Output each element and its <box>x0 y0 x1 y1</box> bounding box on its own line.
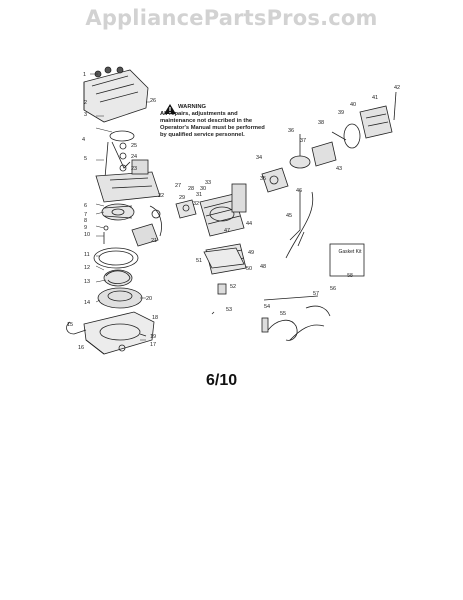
engine-cover-part <box>83 66 149 123</box>
part-callout-3: 3 <box>84 112 87 118</box>
part-callout-1: 1 <box>83 72 86 78</box>
part-callout-16: 16 <box>78 345 84 351</box>
starter-housing-part <box>66 311 155 355</box>
part-callout-26: 26 <box>150 98 156 104</box>
part-callout-22: 22 <box>158 193 164 199</box>
bolt-part <box>393 91 397 121</box>
part-callout-8: 8 <box>84 218 87 224</box>
gasket-kit-text: Gasket Kit <box>338 249 362 255</box>
part-callout-57: 57 <box>313 291 319 297</box>
part-callout-33: 33 <box>205 180 211 186</box>
part-callout-56: 56 <box>330 286 336 292</box>
throttle-cable-part <box>285 191 314 259</box>
warning-triangle-icon <box>164 104 176 114</box>
heat-shield-part <box>231 183 247 213</box>
part-callout-7: 7 <box>84 212 87 218</box>
part-callout-40: 40 <box>350 102 356 108</box>
part-callout-55: 55 <box>280 311 286 317</box>
filter-element-part <box>343 123 361 149</box>
part-callout-11: 11 <box>84 252 90 258</box>
part-callout-29: 29 <box>179 195 185 201</box>
part-callout-18: 18 <box>152 315 158 321</box>
part-callout-31: 31 <box>196 192 202 198</box>
part-callout-27: 27 <box>175 183 181 189</box>
part-callout-48: 48 <box>260 264 266 270</box>
ignition-coil-part <box>131 205 162 247</box>
fuel-line-part <box>267 319 298 341</box>
watermark-logo: AppliancePartsPros.com <box>85 6 378 30</box>
primer-bulb-part <box>217 283 269 333</box>
part-callout-36: 36 <box>288 128 294 134</box>
part-callout-30: 30 <box>200 186 206 192</box>
part-callout-23: 23 <box>131 166 137 172</box>
spark-plug-part <box>175 199 197 219</box>
part-callout-47: 47 <box>224 228 230 234</box>
recoil-spring-part <box>103 269 133 287</box>
part-callout-12: 12 <box>84 265 90 271</box>
part-callout-10: 10 <box>84 232 90 238</box>
clutch-drum-part <box>289 134 311 169</box>
part-callout-45: 45 <box>286 213 292 219</box>
part-callout-32: 32 <box>193 201 199 207</box>
part-callout-20: 20 <box>146 296 152 302</box>
warning-notice: WARNING All repairs, adjustments and mai… <box>160 104 270 139</box>
part-callout-21: 21 <box>151 238 157 244</box>
air-filter-cover-part <box>359 105 393 139</box>
crankcase-part <box>261 167 289 193</box>
part-callout-14: 14 <box>84 300 90 306</box>
part-callout-2: 2 <box>84 100 87 106</box>
fuel-line-part-2 <box>289 324 325 341</box>
part-callout-43: 43 <box>336 166 342 172</box>
part-callout-53: 53 <box>226 307 232 313</box>
part-callout-54: 54 <box>264 304 270 310</box>
air-filter-part <box>311 141 337 167</box>
gasket-ring-part <box>109 130 135 142</box>
part-callout-39: 39 <box>338 110 344 116</box>
part-callout-4: 4 <box>82 137 85 143</box>
gasket-kit-box <box>329 243 365 277</box>
part-callout-9: 9 <box>84 225 87 231</box>
part-callout-44: 44 <box>246 221 252 227</box>
flywheel-part <box>101 203 135 221</box>
part-callout-25: 25 <box>131 143 137 149</box>
gasket-kit-number: 58 <box>347 273 353 279</box>
part-callout-17: 17 <box>150 342 156 348</box>
part-callout-35: 35 <box>260 176 266 182</box>
gasket-kit-label: Gasket Kit 58 <box>335 249 365 279</box>
part-callout-50: 50 <box>246 266 252 272</box>
fuel-tank-part <box>203 247 245 269</box>
part-callout-38: 38 <box>318 120 324 126</box>
part-callout-6: 6 <box>84 203 87 209</box>
part-callout-28: 28 <box>188 186 194 192</box>
carburetor-part <box>95 159 161 203</box>
part-callout-24: 24 <box>131 154 137 160</box>
starter-pulley-part <box>97 287 143 309</box>
part-callout-15: 15 <box>67 322 73 328</box>
warning-body: All repairs, adjustments and maintenance… <box>160 111 265 138</box>
part-callout-5: 5 <box>84 156 87 162</box>
starter-ring-part <box>93 247 139 269</box>
warning-title: WARNING <box>178 104 207 110</box>
part-callout-46: 46 <box>296 188 302 194</box>
part-callout-51: 51 <box>196 258 202 264</box>
part-callout-37: 37 <box>300 138 306 144</box>
part-callout-52: 52 <box>230 284 236 290</box>
part-callout-19: 19 <box>150 334 156 340</box>
part-callout-42: 42 <box>394 85 400 91</box>
part-callout-49: 49 <box>248 250 254 256</box>
part-callout-13: 13 <box>84 279 90 285</box>
page-indicator: 6/10 <box>206 372 238 389</box>
part-callout-41: 41 <box>372 95 378 101</box>
part-callout-34: 34 <box>256 155 262 161</box>
